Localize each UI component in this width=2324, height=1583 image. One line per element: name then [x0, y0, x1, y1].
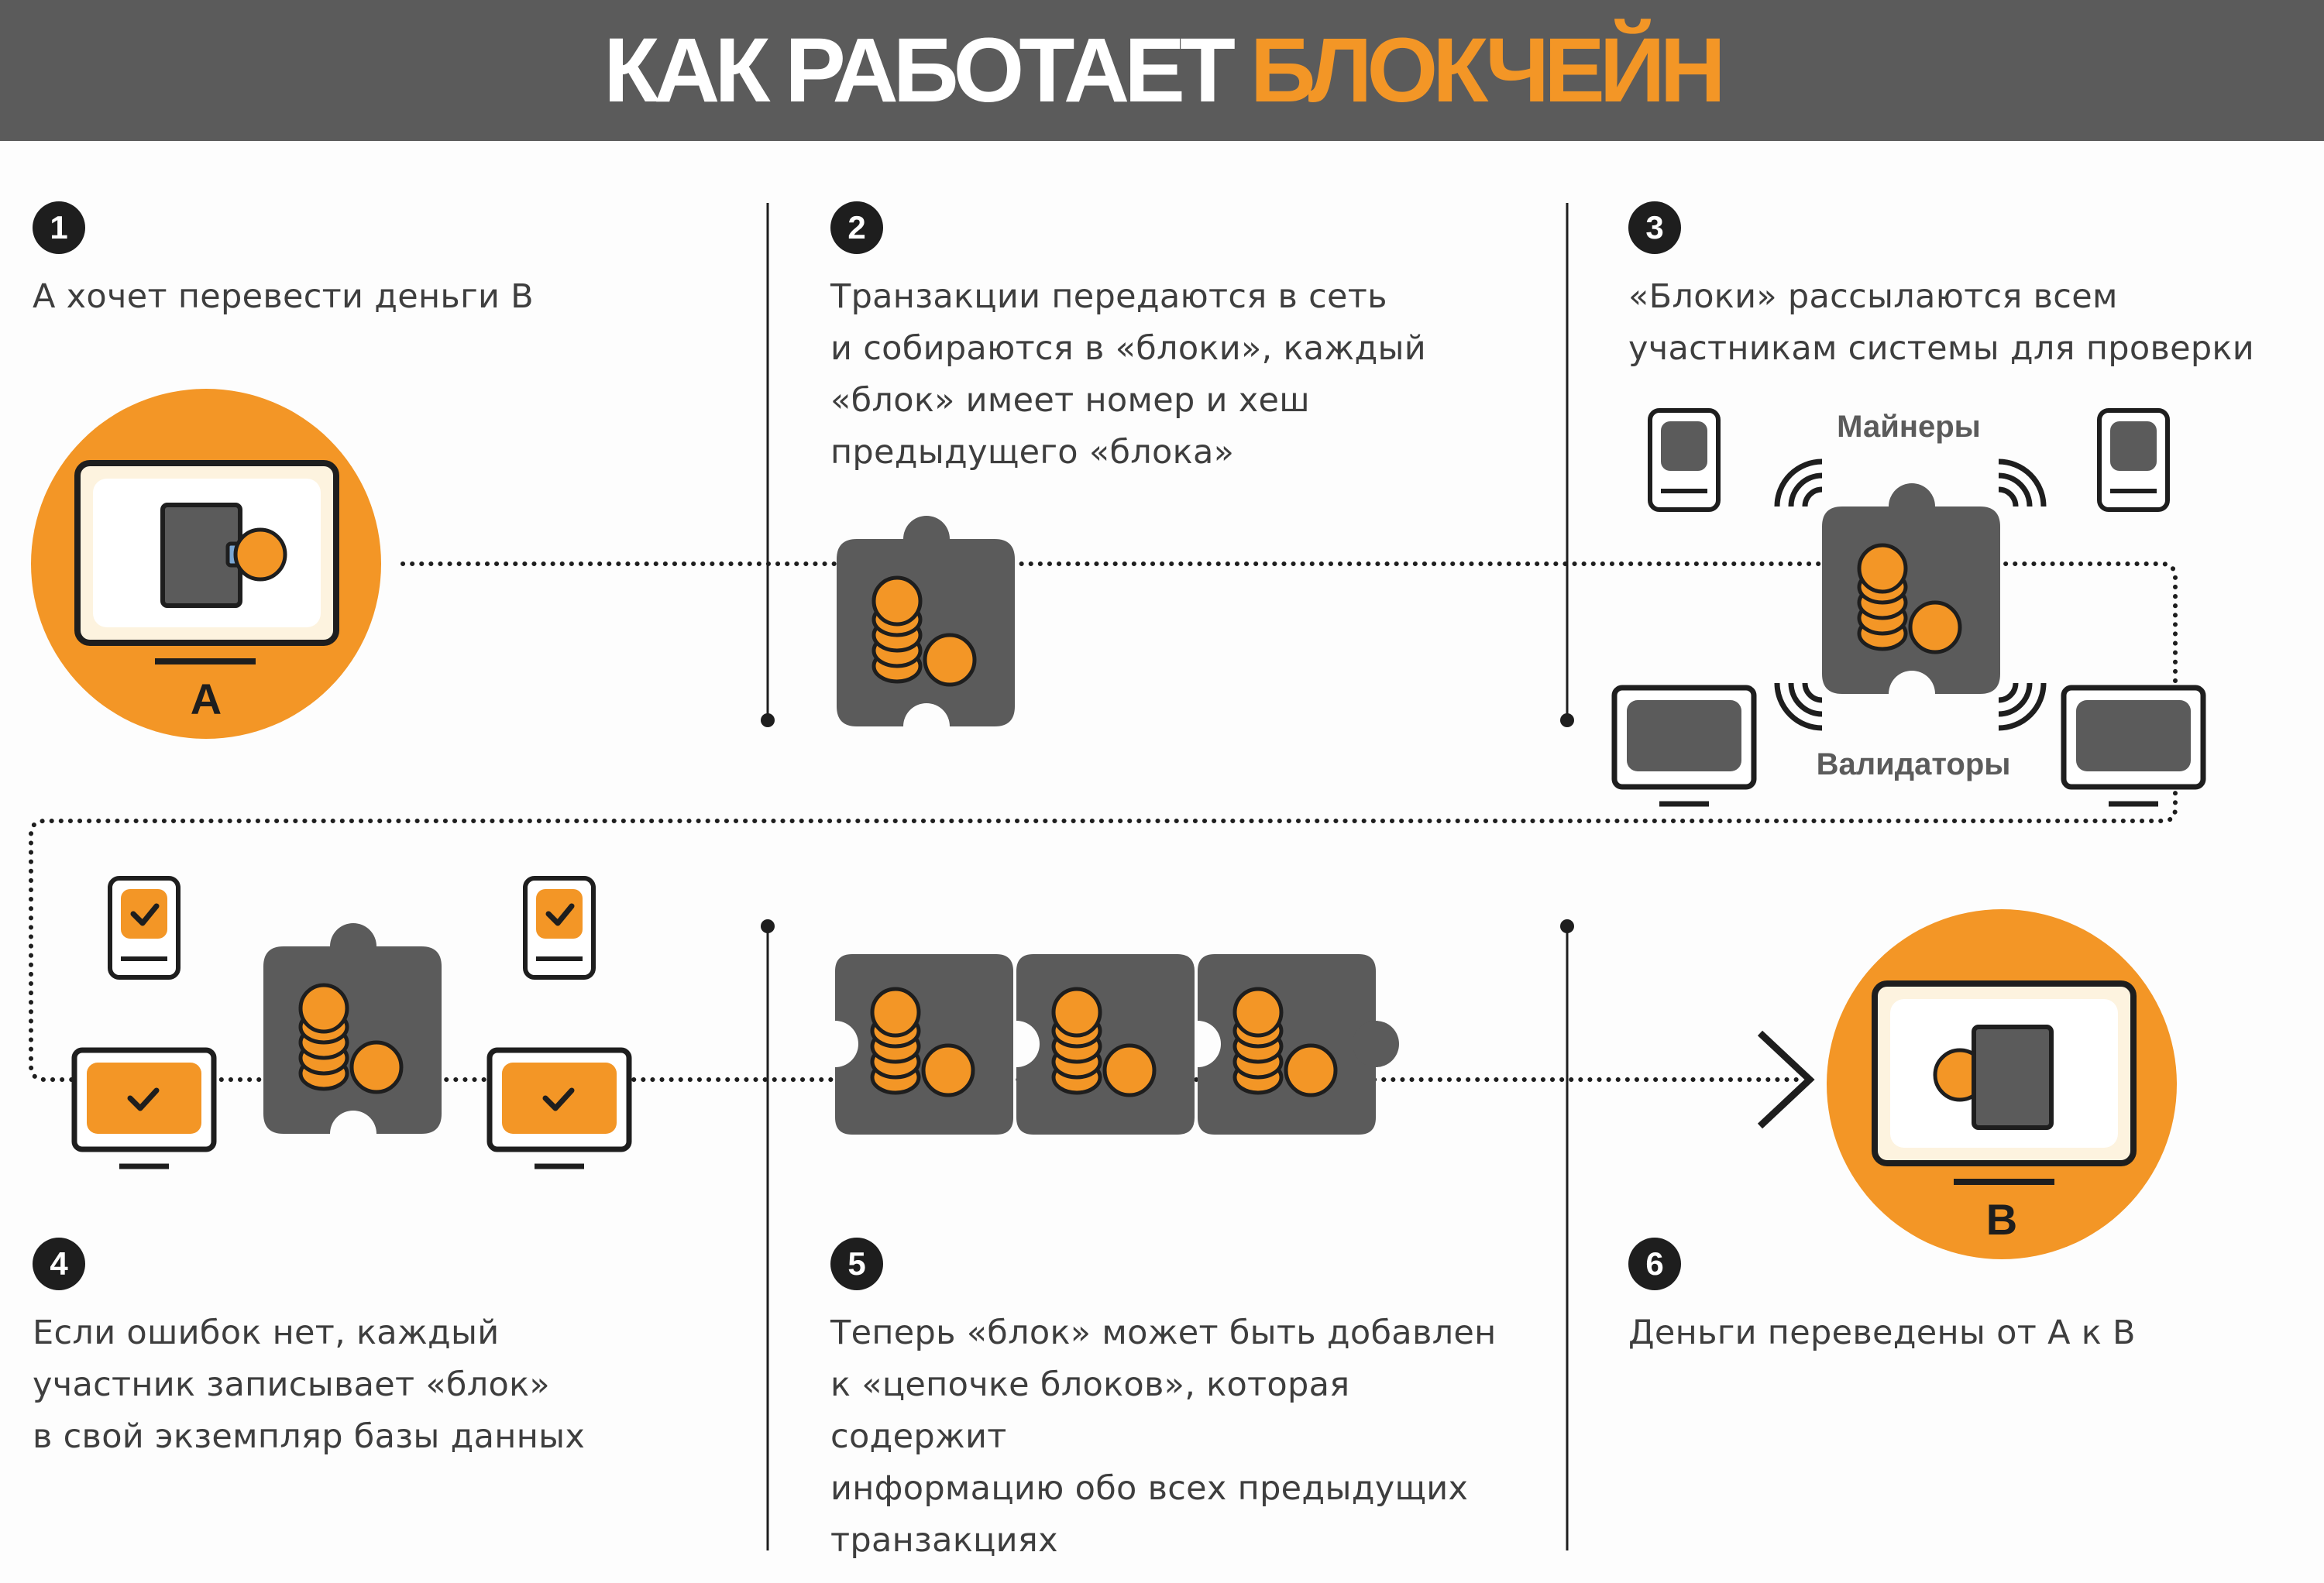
page-title: КАК РАБОТАЕТ БЛОКЧЕЙН [603, 25, 1726, 116]
step-1: 1 А хочет перевести деньги В [33, 201, 534, 316]
arrow-right-icon [1757, 1030, 1815, 1129]
wifi-signal-icon [1777, 683, 1822, 728]
step-2: 2 Транзакции передаются в сеть и собираю… [830, 201, 1426, 472]
step-description: Транзакции передаются в сеть и собираютс… [830, 277, 1426, 472]
validators-label: Валидаторы [1817, 747, 2011, 781]
divider-dot [761, 919, 775, 933]
step-6: 6 Деньги переведены от А к В [1628, 1238, 2135, 1352]
wallet-icon [1972, 1025, 2054, 1130]
wifi-signal-icon [1999, 683, 2044, 728]
step-number-badge: 2 [830, 201, 883, 254]
user-b-label: В [1986, 1195, 2017, 1244]
puzzle-block-icon [835, 954, 1013, 1135]
puzzle-block-icon [837, 516, 1015, 726]
step-3: 3 «Блоки» рассылаются всем участникам си… [1628, 201, 2254, 368]
step-number-badge: 3 [1628, 201, 1681, 254]
monitor-icon [1614, 688, 1754, 804]
title-white-part: КАК РАБОТАЕТ [603, 19, 1236, 122]
header-banner: КАК РАБОТАЕТ БЛОКЧЕЙН [0, 0, 2324, 141]
puzzle-block-icon [1016, 954, 1195, 1135]
tablet-icon [525, 878, 593, 977]
step-4: 4 Если ошибок нет, каждый участник запис… [33, 1238, 585, 1456]
step-number-badge: 5 [830, 1238, 883, 1290]
monitor-icon [2064, 688, 2203, 804]
step-description: Если ошибок нет, каждый участник записыв… [33, 1313, 586, 1456]
miners-label: Майнеры [1837, 410, 1981, 444]
step-number-badge: 6 [1628, 1238, 1681, 1290]
coin-icon [235, 530, 285, 579]
monitor-icon [490, 1050, 629, 1166]
wifi-signal-icon [1999, 462, 2044, 506]
step-description: Теперь «блок» может быть добавлен к «цеп… [830, 1313, 1497, 1560]
puzzle-block-icon [1198, 954, 1376, 1135]
puzzle-block-icon [263, 923, 442, 1134]
divider-dot [761, 713, 775, 727]
divider-dot [1560, 919, 1574, 933]
divider-dot [1560, 713, 1574, 727]
step-description: «Блоки» рассылаются всем участникам сист… [1628, 277, 2254, 368]
user-a-label: А [191, 675, 222, 723]
tablet-icon [110, 878, 178, 977]
monitor-icon [74, 1050, 214, 1166]
step-description: А хочет перевести деньги В [33, 277, 534, 316]
step-description: Деньги переведены от А к В [1628, 1313, 2136, 1352]
flow-path [29, 561, 2178, 1082]
step-number-badge: 1 [33, 201, 85, 254]
step-5: 5 Теперь «блок» может быть добавлен к «ц… [830, 1238, 1496, 1560]
puzzle-block-icon [1822, 483, 2000, 694]
wifi-signal-icon [1777, 462, 1822, 506]
step-number-badge: 4 [33, 1238, 85, 1290]
tablet-icon [2099, 410, 2168, 510]
title-orange-part: БЛОКЧЕЙН [1250, 19, 1726, 122]
tablet-icon [1650, 410, 1718, 510]
